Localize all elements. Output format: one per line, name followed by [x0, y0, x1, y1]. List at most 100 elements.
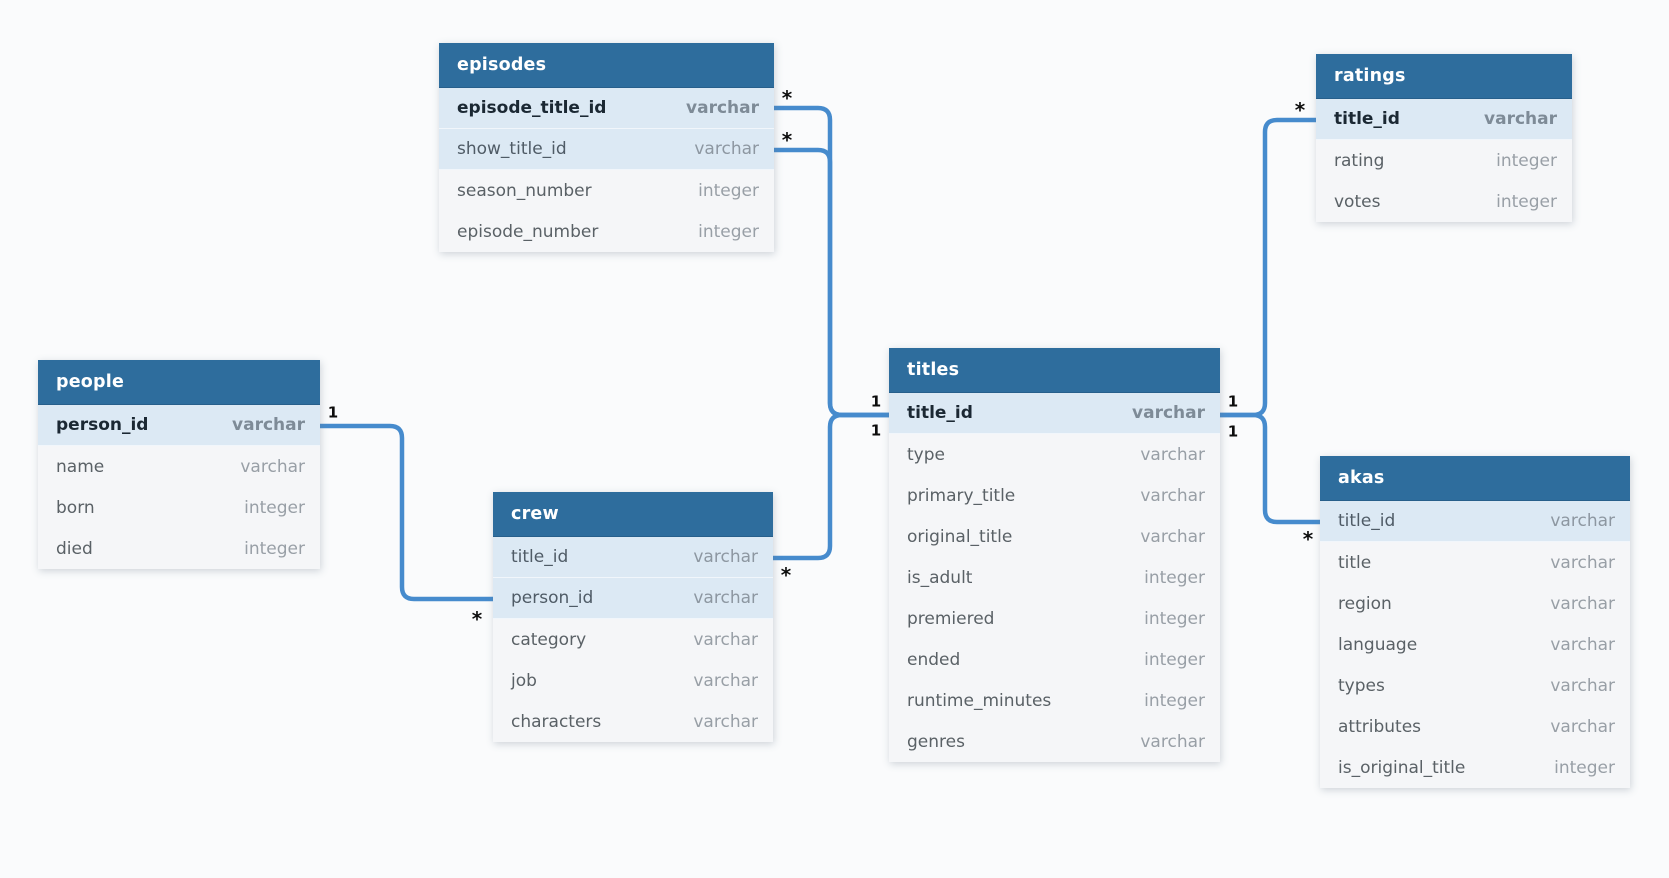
column-name: title — [1338, 552, 1372, 573]
column-type: varchar — [1140, 485, 1205, 506]
cardinality-one-label: 1 — [870, 421, 882, 440]
cardinality-one-label: 1 — [1227, 392, 1239, 411]
column-name: died — [56, 538, 93, 559]
column-name: original_title — [907, 526, 1013, 547]
column-name: votes — [1334, 191, 1381, 212]
table-title: crew — [511, 504, 559, 524]
column-type: varchar — [1140, 731, 1205, 752]
column-type: varchar — [1550, 511, 1615, 531]
column-row-ratings-title_id[interactable]: title_id varchar — [1316, 99, 1572, 140]
column-type: integer — [1496, 150, 1557, 171]
column-row-akas-title_id[interactable]: title_id varchar — [1320, 501, 1630, 542]
table-akas-header[interactable]: akas — [1320, 456, 1630, 501]
column-type: integer — [244, 497, 305, 518]
cardinality-many-label: * — [1294, 98, 1306, 123]
column-type: integer — [1554, 757, 1615, 778]
relationship-titles.title_id-to-ratings.title_id[interactable] — [1217, 117, 1319, 418]
column-type: varchar — [694, 139, 759, 159]
column-name: type — [907, 444, 945, 465]
column-row-titles-type[interactable]: type varchar — [889, 434, 1220, 475]
table-crew-header[interactable]: crew — [493, 492, 773, 537]
column-name: episode_title_id — [457, 98, 607, 118]
relationship-episodes.show_title_id-to-titles.title_id[interactable] — [771, 147, 892, 418]
column-name: title_id — [511, 547, 569, 567]
column-type: integer — [1496, 191, 1557, 212]
column-type: varchar — [1140, 526, 1205, 547]
column-type: varchar — [693, 711, 758, 732]
column-name: title_id — [1338, 511, 1396, 531]
column-type: integer — [244, 538, 305, 559]
column-row-akas-title[interactable]: title varchar — [1320, 542, 1630, 583]
column-type: varchar — [1550, 552, 1615, 573]
column-row-people-died[interactable]: died integer — [38, 528, 320, 569]
column-name: genres — [907, 731, 965, 752]
column-type: varchar — [693, 629, 758, 650]
table-ratings-header[interactable]: ratings — [1316, 54, 1572, 99]
column-name: attributes — [1338, 716, 1422, 737]
table-title: people — [56, 372, 125, 392]
table-people-header[interactable]: people — [38, 360, 320, 405]
column-type: integer — [1144, 690, 1205, 711]
cardinality-one-label: 1 — [870, 392, 882, 411]
column-type: varchar — [1550, 716, 1615, 737]
column-row-titles-runtime_minutes[interactable]: runtime_minutes integer — [889, 680, 1220, 721]
column-row-ratings-rating[interactable]: rating integer — [1316, 140, 1572, 181]
column-name: language — [1338, 634, 1418, 655]
table-title: akas — [1338, 468, 1385, 488]
column-name: types — [1338, 675, 1385, 696]
column-type: varchar — [1132, 403, 1205, 423]
cardinality-many-label: * — [1302, 527, 1314, 552]
column-name: premiered — [907, 608, 995, 629]
column-row-akas-language[interactable]: language varchar — [1320, 624, 1630, 665]
column-row-episodes-episode_title_id[interactable]: episode_title_id varchar — [439, 88, 774, 129]
column-row-titles-genres[interactable]: genres varchar — [889, 721, 1220, 762]
column-name: region — [1338, 593, 1392, 614]
column-name: person_id — [511, 588, 594, 608]
column-type: varchar — [232, 415, 305, 435]
column-row-titles-original_title[interactable]: original_title varchar — [889, 516, 1220, 557]
column-row-ratings-votes[interactable]: votes integer — [1316, 181, 1572, 222]
relationship-titles.title_id-to-akas.title_id[interactable] — [1217, 412, 1323, 525]
cardinality-many-label: * — [781, 86, 793, 111]
table-episodes-header[interactable]: episodes — [439, 43, 774, 88]
column-name: runtime_minutes — [907, 690, 1052, 711]
column-type: varchar — [1140, 444, 1205, 465]
column-row-akas-attributes[interactable]: attributes varchar — [1320, 706, 1630, 747]
column-name: person_id — [56, 415, 149, 435]
column-row-crew-title_id[interactable]: title_id varchar — [493, 537, 773, 578]
column-type: varchar — [1550, 634, 1615, 655]
table-titles-header[interactable]: titles — [889, 348, 1220, 393]
relationship-crew.title_id-to-titles.title_id[interactable] — [770, 412, 892, 561]
column-type: varchar — [686, 98, 759, 118]
column-type: integer — [1144, 649, 1205, 670]
column-type: varchar — [693, 588, 758, 608]
relationship-people.person_id-to-crew.person_id[interactable] — [317, 423, 496, 602]
column-row-people-person_id[interactable]: person_id varchar — [38, 405, 320, 446]
column-type: varchar — [693, 547, 758, 567]
cardinality-one-label: 1 — [327, 403, 339, 422]
column-name: rating — [1334, 150, 1385, 171]
column-row-crew-person_id[interactable]: person_id varchar — [493, 578, 773, 619]
column-name: title_id — [1334, 109, 1400, 129]
column-type: varchar — [1484, 109, 1557, 129]
column-type: integer — [698, 221, 759, 242]
